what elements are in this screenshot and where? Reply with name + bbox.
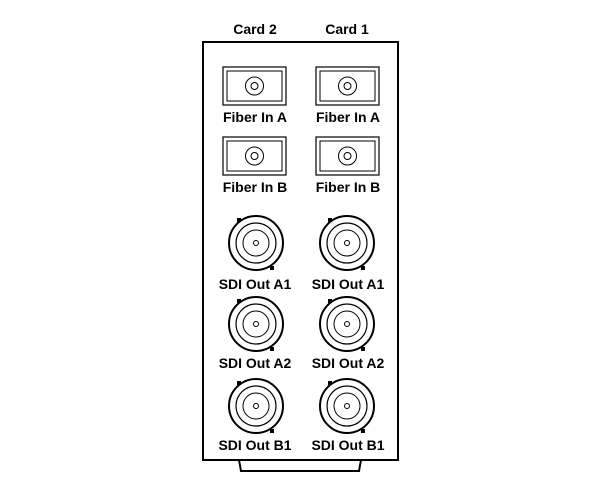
fiber-connector-card2-a xyxy=(222,66,287,106)
card-2-sdi-out-a2-label: SDI Out A2 xyxy=(218,355,292,371)
card-1-fiber-in-a-label: Fiber In A xyxy=(315,109,381,125)
bnc-connector-card1-a1 xyxy=(319,215,375,271)
card-2-sdi-out-a1-label: SDI Out A1 xyxy=(218,276,292,292)
card-1-sdi-out-a1-label: SDI Out A1 xyxy=(311,276,385,292)
card-2-fiber-in-b-label: Fiber In B xyxy=(222,179,288,195)
card-2-title: Card 2 xyxy=(233,21,277,37)
bnc-connector-card2-a1 xyxy=(228,215,284,271)
bnc-connector-card2-a2 xyxy=(228,296,284,352)
panel-tab xyxy=(238,459,362,472)
card-2-fiber-in-a-label: Fiber In A xyxy=(222,109,288,125)
bnc-connector-card2-b1 xyxy=(228,378,284,434)
bnc-connector-card1-b1 xyxy=(319,378,375,434)
fiber-connector-card1-b xyxy=(315,136,380,176)
bnc-connector-card1-a2 xyxy=(319,296,375,352)
card-1-title: Card 1 xyxy=(325,21,369,37)
fiber-connector-card2-b xyxy=(222,136,287,176)
card-1-fiber-in-b-label: Fiber In B xyxy=(315,179,381,195)
card-1-sdi-out-b1-label: SDI Out B1 xyxy=(311,437,385,453)
card-1-sdi-out-a2-label: SDI Out A2 xyxy=(311,355,385,371)
card-2-sdi-out-b1-label: SDI Out B1 xyxy=(218,437,292,453)
fiber-connector-card1-a xyxy=(315,66,380,106)
panel-outline xyxy=(202,41,399,461)
